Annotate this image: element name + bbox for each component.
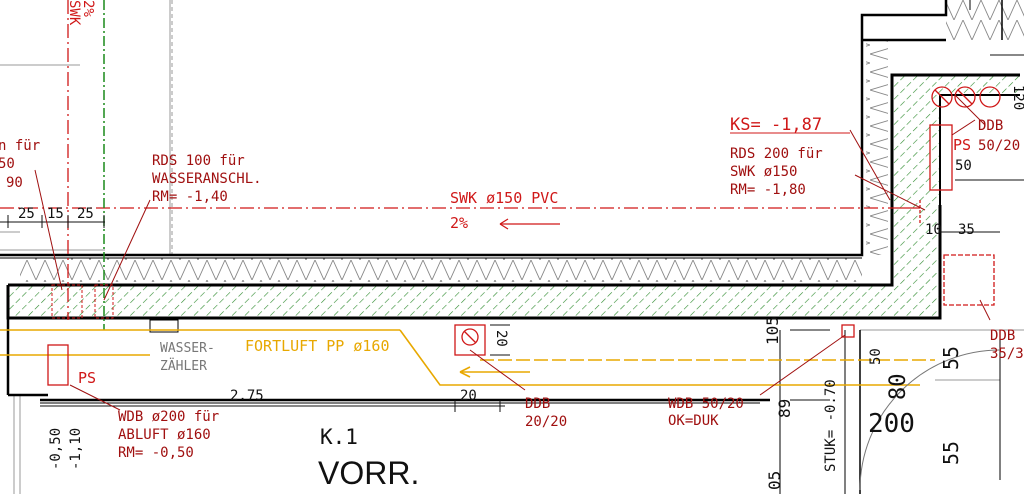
door-dim-55a: 55 — [939, 346, 963, 370]
ddb-top: DDB — [978, 118, 1003, 134]
ddb2020-line1: DDB — [525, 396, 550, 412]
wasser-line1: WASSER- — [160, 341, 215, 356]
dim-10: 10 — [925, 222, 942, 238]
dimension-lines — [0, 54, 1024, 412]
rds100-line1: RDS 100 für — [152, 153, 245, 169]
ps-top-size: 50/20 — [978, 138, 1020, 154]
insulation-top-band — [20, 258, 862, 282]
left-cut-line2: 50 — [0, 156, 15, 172]
wdb200-line2: ABLUFT ø160 — [118, 427, 211, 443]
dim-105: 105 — [763, 316, 782, 345]
dim-05: 05 — [765, 471, 784, 490]
dim-20-bottom: 20 — [460, 388, 477, 404]
swk-top-label: SWK — [66, 0, 82, 26]
door-dim-55b: 55 — [939, 441, 963, 465]
left-cut-line3: 90 — [6, 175, 23, 191]
dim-275: 2.75 — [230, 388, 264, 404]
drain-lines — [0, 0, 921, 320]
outer-wall-lines — [0, 0, 1003, 494]
door-dim-200: 200 — [868, 409, 915, 439]
red-boxes — [47, 86, 1001, 386]
dim-89: 89 — [775, 399, 794, 418]
insulation-top-right — [946, 0, 1024, 40]
left-level-1: -0,50 — [48, 428, 64, 470]
rds200-line1: RDS 200 für — [730, 146, 823, 162]
ks-level: KS= -1,87 — [730, 115, 822, 135]
door-dim-50: 50 — [868, 348, 884, 365]
wdb50-line1: WDB 50/20 — [668, 396, 744, 412]
ddb-right-line1: DDB — [990, 328, 1015, 344]
door-dim-80: 80 — [886, 374, 911, 401]
wdb200-line1: WDB ø200 für — [118, 409, 219, 425]
dim-25-b: 25 — [77, 206, 94, 222]
room-name: VORR. — [318, 455, 419, 491]
dim-15: 15 — [47, 206, 64, 222]
insulation-right-band — [866, 40, 888, 255]
rds200-line2: SWK ø150 — [730, 164, 797, 180]
wdb200-line3: RM= -0,50 — [118, 445, 194, 461]
dim-25-a: 25 — [18, 206, 35, 222]
ps-top: PS — [953, 136, 971, 154]
swk-main-slope: 2% — [450, 214, 468, 232]
room-number: K.1 — [320, 425, 358, 449]
ddb2020-line2: 20/20 — [525, 414, 567, 430]
slope-top-label: 2% — [80, 0, 96, 17]
left-level-2: -1,10 — [68, 428, 84, 470]
fortluft-label: FORTLUFT PP ø160 — [245, 337, 390, 355]
ps-left: PS — [78, 369, 96, 387]
wasser-line2: ZÄHLER — [160, 358, 207, 374]
left-cut-line1: n für — [0, 138, 40, 154]
stuk-label: STUK= -0.70 — [823, 379, 839, 472]
rds100-line3: RM= -1,40 — [152, 189, 228, 205]
exhaust-lines — [0, 329, 935, 386]
dim-35: 35 — [958, 222, 975, 238]
door-swing — [859, 349, 1001, 491]
dim-50-top: 50 — [955, 158, 972, 174]
dim-20-box: 20 — [493, 330, 509, 347]
left-wall-blocks — [51, 284, 179, 333]
wdb50-line2: OK=DUK — [668, 413, 719, 429]
ddb-right-line2: 35/3 — [990, 346, 1024, 362]
rds200-line3: RM= -1,80 — [730, 182, 806, 198]
swk-main-label: SWK ø150 PVC — [450, 189, 558, 207]
rds100-line2: WASSERANSCHL. — [152, 171, 262, 187]
dim-120: 120 — [1010, 85, 1024, 110]
leader-lines — [34, 94, 991, 411]
